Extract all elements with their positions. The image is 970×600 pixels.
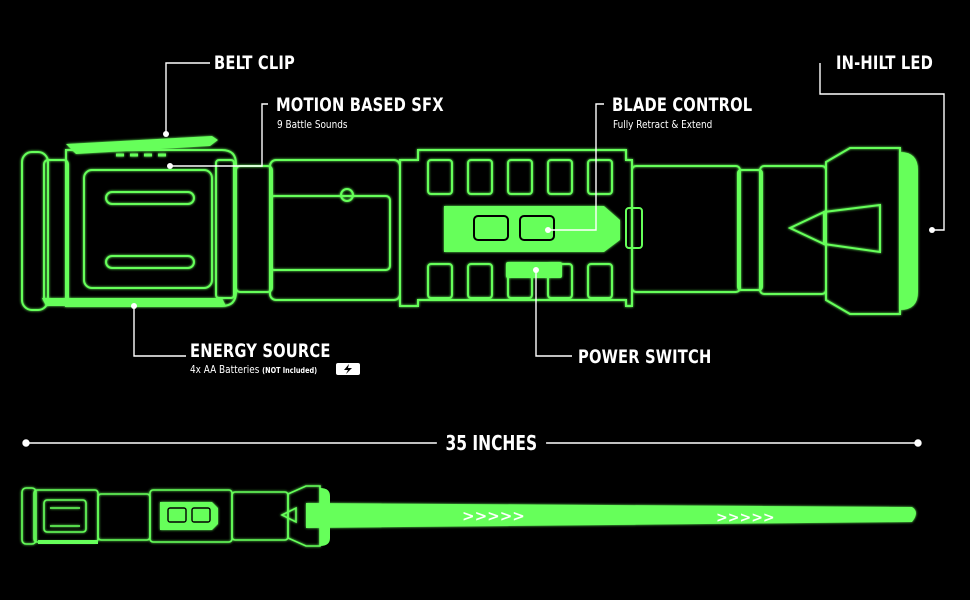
sub-energy-source: 4x AA Batteries (NOT Included) <box>190 363 317 376</box>
saber-small <box>21 485 916 547</box>
sub-motion-sfx: 9 Battle Sounds <box>277 118 348 131</box>
battery-slot-2 <box>105 255 195 269</box>
grip-notches <box>427 159 613 299</box>
hilt-accents <box>42 136 918 310</box>
blade-control-panel <box>444 206 620 252</box>
label-in-hilt-led: IN-HILT LED <box>836 52 933 74</box>
grip-section <box>399 149 633 307</box>
battery-housing <box>83 169 213 289</box>
leader-dots <box>131 131 935 309</box>
blade-marker-2: >>>>> <box>716 510 775 526</box>
leader-in-hilt-led <box>819 63 945 231</box>
neck-ring <box>235 165 273 293</box>
emitter-fin-plate <box>823 203 881 254</box>
pommel-rib <box>215 159 235 299</box>
energy-source-batteries: 4x AA Batteries <box>190 363 260 376</box>
shaft-grip <box>269 195 391 271</box>
led-lens <box>900 152 918 310</box>
saber-blade <box>306 503 916 528</box>
leader-belt-clip <box>165 62 210 134</box>
leader-motion-sfx <box>170 103 268 167</box>
emitter-collar <box>631 165 741 293</box>
emitter-head <box>825 147 901 315</box>
label-energy-source: ENERGY SOURCE <box>190 340 331 362</box>
label-motion-sfx: MOTION BASED SFX <box>276 94 444 116</box>
sub-blade-control: Fully Retract & Extend <box>613 118 713 131</box>
emitter-ring <box>737 169 763 291</box>
label-belt-clip: BELT CLIP <box>214 52 296 74</box>
leader-energy-source <box>133 306 186 357</box>
belt-clip-shape <box>66 136 218 154</box>
emitter-fin <box>787 210 825 246</box>
label-power-switch: POWER SWITCH <box>578 346 712 368</box>
blade-slider <box>625 207 643 249</box>
battery-slot-1 <box>105 191 195 205</box>
battery-cover-strip <box>42 298 226 306</box>
label-length: 35 INCHES <box>436 431 546 455</box>
leader-lines <box>133 62 945 357</box>
energy-source-note: (NOT Included) <box>262 366 318 375</box>
blade-marker-1: >>>>> <box>462 507 525 525</box>
pommel-cap <box>21 151 49 311</box>
main-shaft <box>269 159 401 301</box>
shaft-screw <box>340 188 354 202</box>
charge-icon <box>336 363 360 375</box>
label-blade-control: BLADE CONTROL <box>612 94 753 116</box>
leader-blade-control <box>548 103 604 231</box>
leader-power-switch <box>535 270 572 357</box>
